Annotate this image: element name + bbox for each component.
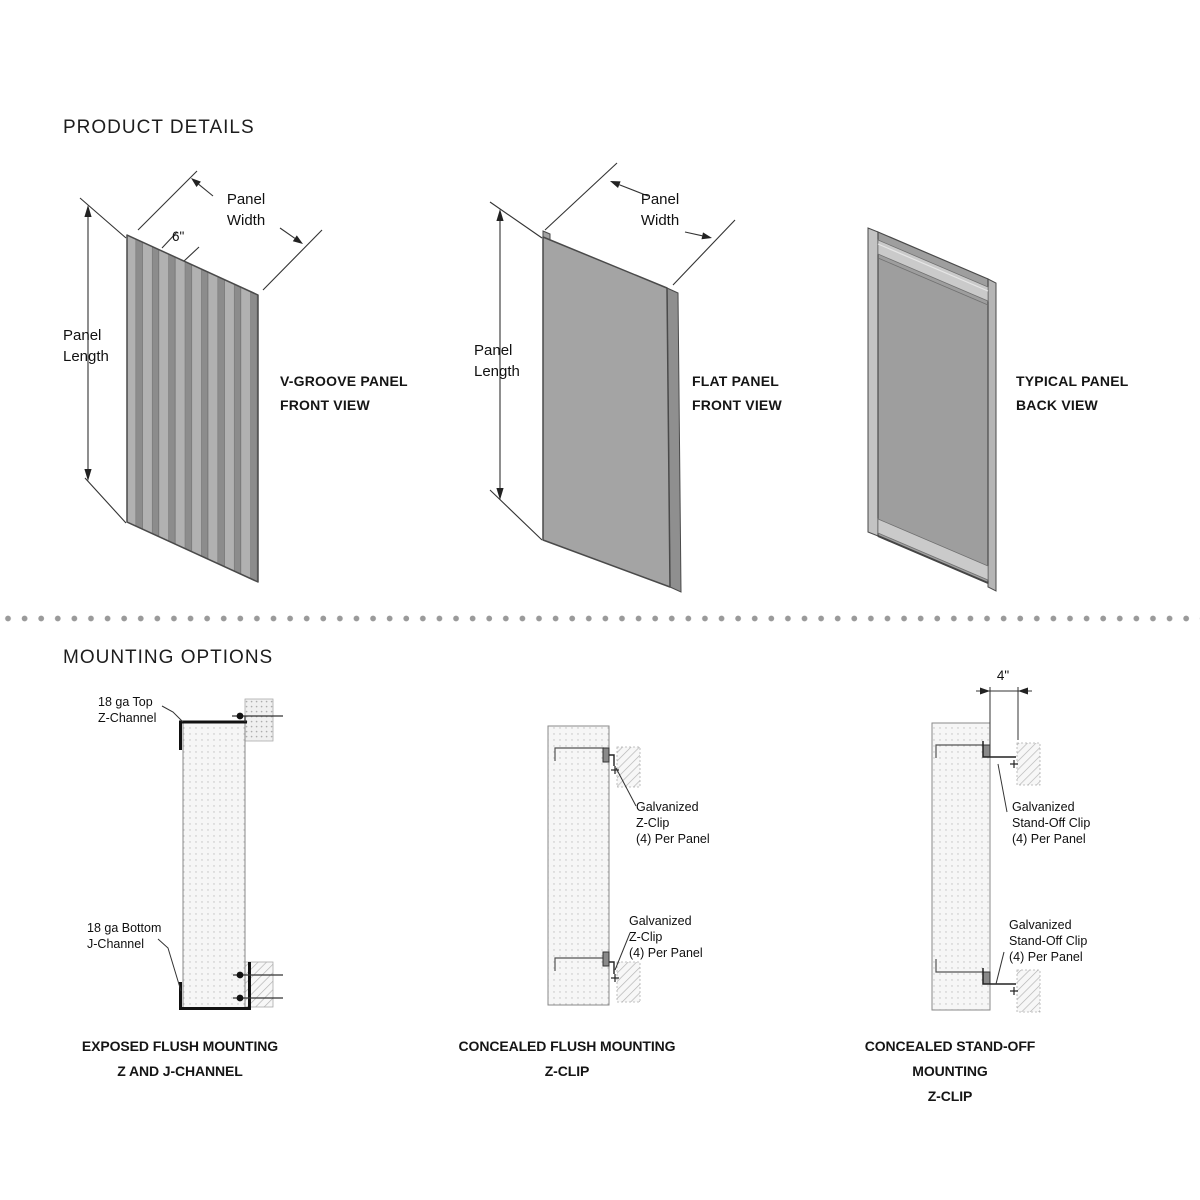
z-clip-top-label: Galvanized Z-Clip (4) Per Panel: [636, 800, 710, 846]
product-details-title: PRODUCT DETAILS: [63, 117, 255, 138]
z-clip-bottom: [602, 951, 610, 967]
exposed-flush-caption: EXPOSED FLUSH MOUNTING Z AND J-CHANNEL: [81, 1038, 279, 1079]
vgroove-dimension-lines: [79, 170, 323, 524]
offset-dimension-arrows: [980, 687, 1028, 695]
z-channel-top: [179, 720, 247, 750]
z-clip-bottom-leg: [609, 961, 615, 974]
wall-substrate-top: [244, 698, 274, 742]
screw-bottom: [611, 974, 619, 982]
flat-panel-length-label: Panel Length: [474, 342, 520, 380]
vgroove-panel-width-label: Panel Width: [226, 191, 266, 229]
panel-bottom-return: [935, 959, 983, 973]
flat-panel-shape: [542, 236, 671, 588]
vgroove-rib-dimension-label: 6": [172, 229, 185, 244]
panel-section: [931, 722, 991, 1011]
standoff-clip-bottom-hook: [982, 971, 991, 985]
back-view-diagram: [867, 227, 997, 592]
back-panel-bottom-rail: [877, 518, 989, 581]
flat-panel-caption: FLAT PANEL FRONT VIEW: [692, 373, 782, 413]
standoff-caption: CONCEALED STAND-OFF MOUNTING Z-CLIP: [864, 1038, 1036, 1104]
j-channel-bottom: [179, 962, 251, 1010]
rail-lip-line: [877, 257, 989, 306]
back-panel-right-flange: [987, 278, 997, 592]
panel-section: [547, 725, 610, 1006]
standoff-clip-top: [982, 741, 1016, 758]
standoff-dimension-label: 4": [996, 668, 1010, 683]
standoff-clip-bottom: [982, 968, 1016, 985]
screw-top: [611, 766, 619, 774]
vgroove-dimension-arrows: [84, 178, 303, 481]
screw-bottom: [1010, 987, 1018, 995]
wall-substrate-bottom: [616, 961, 641, 1003]
flat-panel-width-label: Panel Width: [640, 191, 680, 229]
vgroove-panel-diagram: [79, 170, 323, 583]
standoff-clip-top-label: Galvanized Stand-Off Clip (4) Per Panel: [1012, 800, 1091, 846]
exposed-flush-mounting-diagram: [157, 698, 283, 1010]
back-view-caption: TYPICAL PANEL BACK VIEW: [1016, 373, 1129, 413]
z-clip-top: [602, 747, 610, 763]
dotted-divider: [0, 612, 1200, 625]
concealed-flush-mounting-diagram: [547, 725, 641, 1006]
vgroove-caption: V-GROOVE PANEL FRONT VIEW: [280, 373, 408, 413]
leader-lines: [157, 705, 184, 992]
wall-substrate-top: [616, 746, 641, 788]
standoff-clip-bottom-label: Galvanized Stand-Off Clip (4) Per Panel: [1009, 918, 1088, 964]
concealed-flush-caption: CONCEALED FLUSH MOUNTING Z-CLIP: [458, 1038, 676, 1079]
leader-lines: [995, 763, 1008, 985]
mounting-options-title: MOUNTING OPTIONS: [63, 647, 274, 668]
panel-bottom-return: [554, 957, 604, 971]
flat-dimension-arrows: [496, 181, 712, 500]
vgroove-panel-shape: [126, 234, 259, 583]
leader-lines: [614, 767, 637, 971]
panel-top-return: [935, 744, 983, 758]
wall-substrate-bottom: [1016, 969, 1041, 1013]
back-panel-left-flange: [867, 227, 879, 537]
z-clip-top-leg: [609, 754, 615, 766]
flat-panel-diagram: [489, 162, 736, 593]
screw-top: [1010, 760, 1018, 768]
bottom-j-channel-label: 18 ga Bottom J-Channel: [87, 921, 162, 951]
panel-section: [182, 722, 246, 1009]
wall-substrate-top: [1016, 742, 1041, 786]
rail-highlight: [877, 243, 989, 292]
flat-dimension-lines: [489, 162, 736, 541]
back-panel-bottom-edge: [877, 535, 989, 584]
standoff-clip-top-hook: [982, 744, 991, 758]
z-clip-bottom-label: Galvanized Z-Clip (4) Per Panel: [629, 914, 703, 960]
vgroove-panel-length-label: Panel Length: [63, 327, 109, 365]
top-z-channel-label: 18 ga Top Z-Channel: [98, 695, 157, 725]
panel-top-return: [554, 747, 604, 761]
standoff-mounting-diagram: [931, 687, 1041, 1013]
fastener-heads: [236, 712, 244, 1002]
